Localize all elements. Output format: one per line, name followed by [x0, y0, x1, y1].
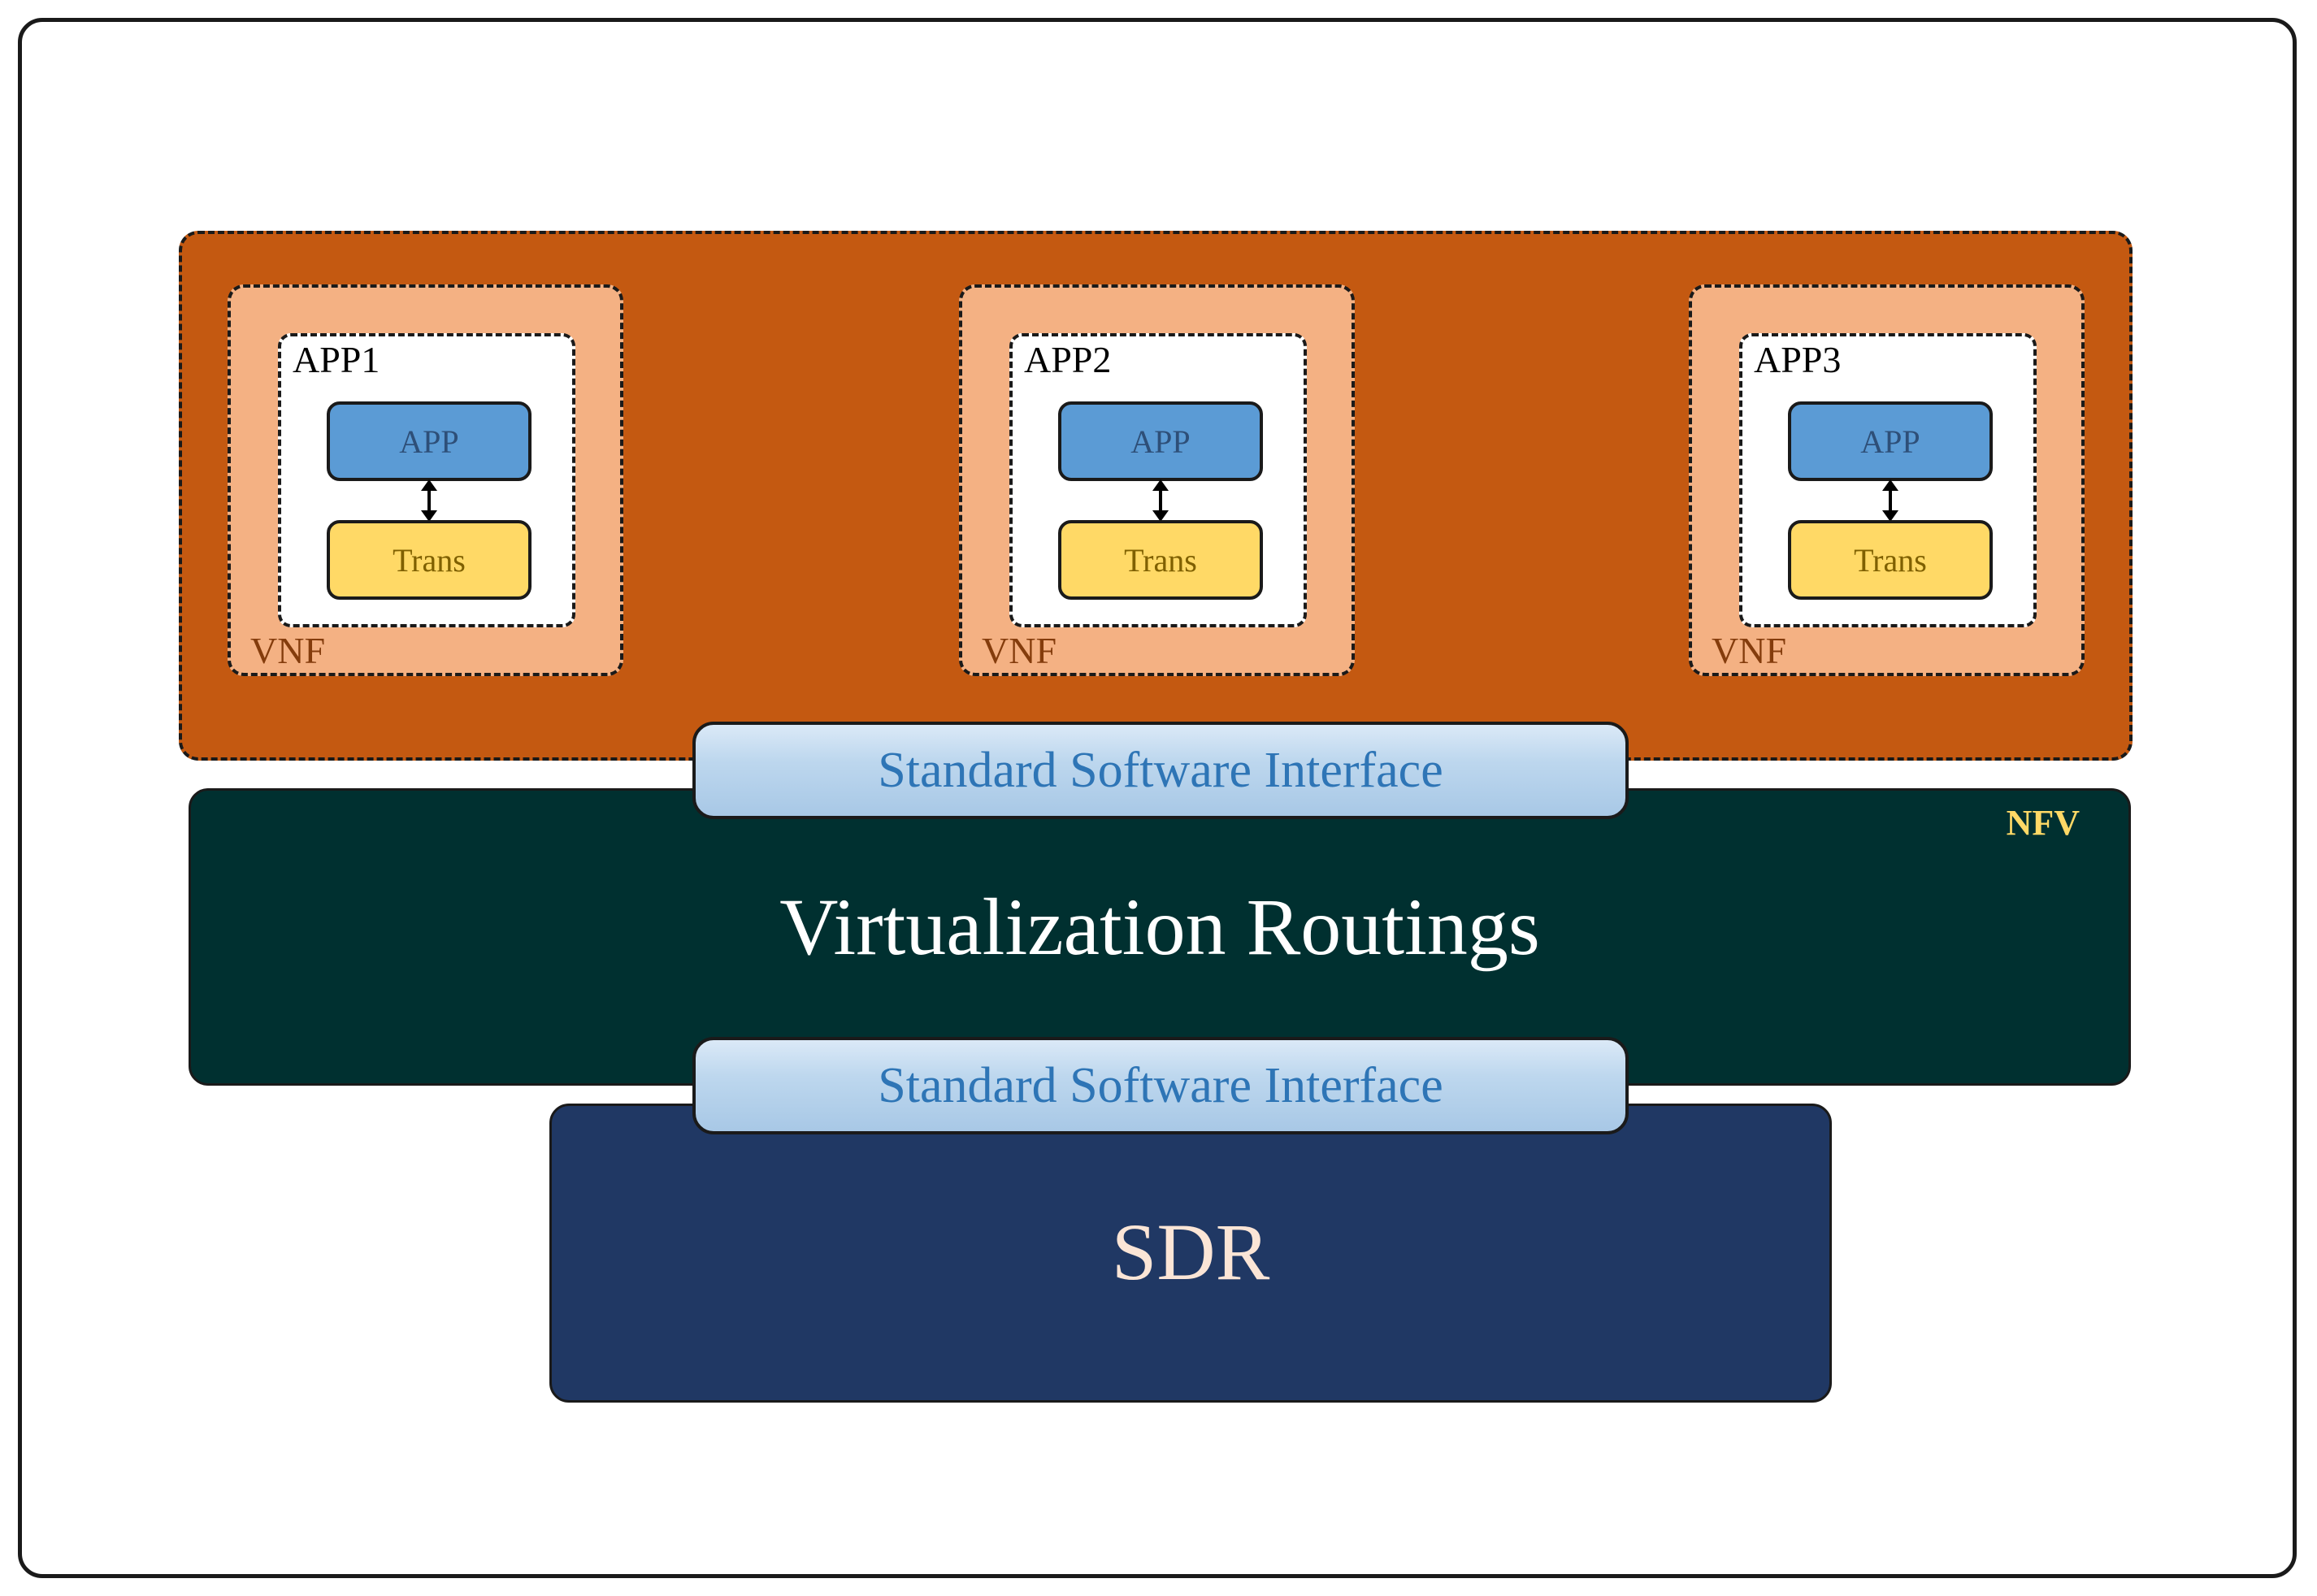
- app-box-1: APP1 APP Trans: [278, 333, 575, 627]
- vnf-label-2: VNF: [982, 630, 1057, 671]
- app-title-1: APP1: [293, 339, 380, 380]
- vnf-label-3: VNF: [1712, 630, 1787, 671]
- nfv-tag: NFV: [2006, 803, 2080, 843]
- app-box-3: APP3 APP Trans: [1739, 333, 2037, 627]
- vnf-block-1: APP1 APP Trans VNF: [228, 284, 623, 676]
- double-arrow-icon: [1152, 479, 1169, 522]
- nfv-virtualization-layer: NFV Virtualization Routings: [189, 788, 2131, 1086]
- standard-interface-top: Standard Software Interface: [692, 722, 1629, 819]
- app-title-2: APP2: [1024, 339, 1112, 380]
- app-module-3: APP: [1788, 401, 1993, 481]
- app-title-3: APP3: [1754, 339, 1842, 380]
- trans-module-3: Trans: [1788, 520, 1993, 600]
- app-box-2: APP2 APP Trans: [1009, 333, 1307, 627]
- double-arrow-icon: [1882, 479, 1898, 522]
- app-module-1: APP: [327, 401, 532, 481]
- vnf-block-2: APP2 APP Trans VNF: [959, 284, 1355, 676]
- sdr-title: SDR: [1111, 1207, 1270, 1297]
- sdr-layer: SDR: [549, 1104, 1832, 1403]
- trans-module-2: Trans: [1058, 520, 1263, 600]
- trans-module-1: Trans: [327, 520, 532, 600]
- app-module-2: APP: [1058, 401, 1263, 481]
- double-arrow-icon: [421, 479, 437, 522]
- vnf-block-3: APP3 APP Trans VNF: [1689, 284, 2085, 676]
- vnf-label-1: VNF: [250, 630, 326, 671]
- virtualization-title: Virtualization Routings: [779, 882, 1540, 972]
- standard-interface-bottom: Standard Software Interface: [692, 1037, 1629, 1134]
